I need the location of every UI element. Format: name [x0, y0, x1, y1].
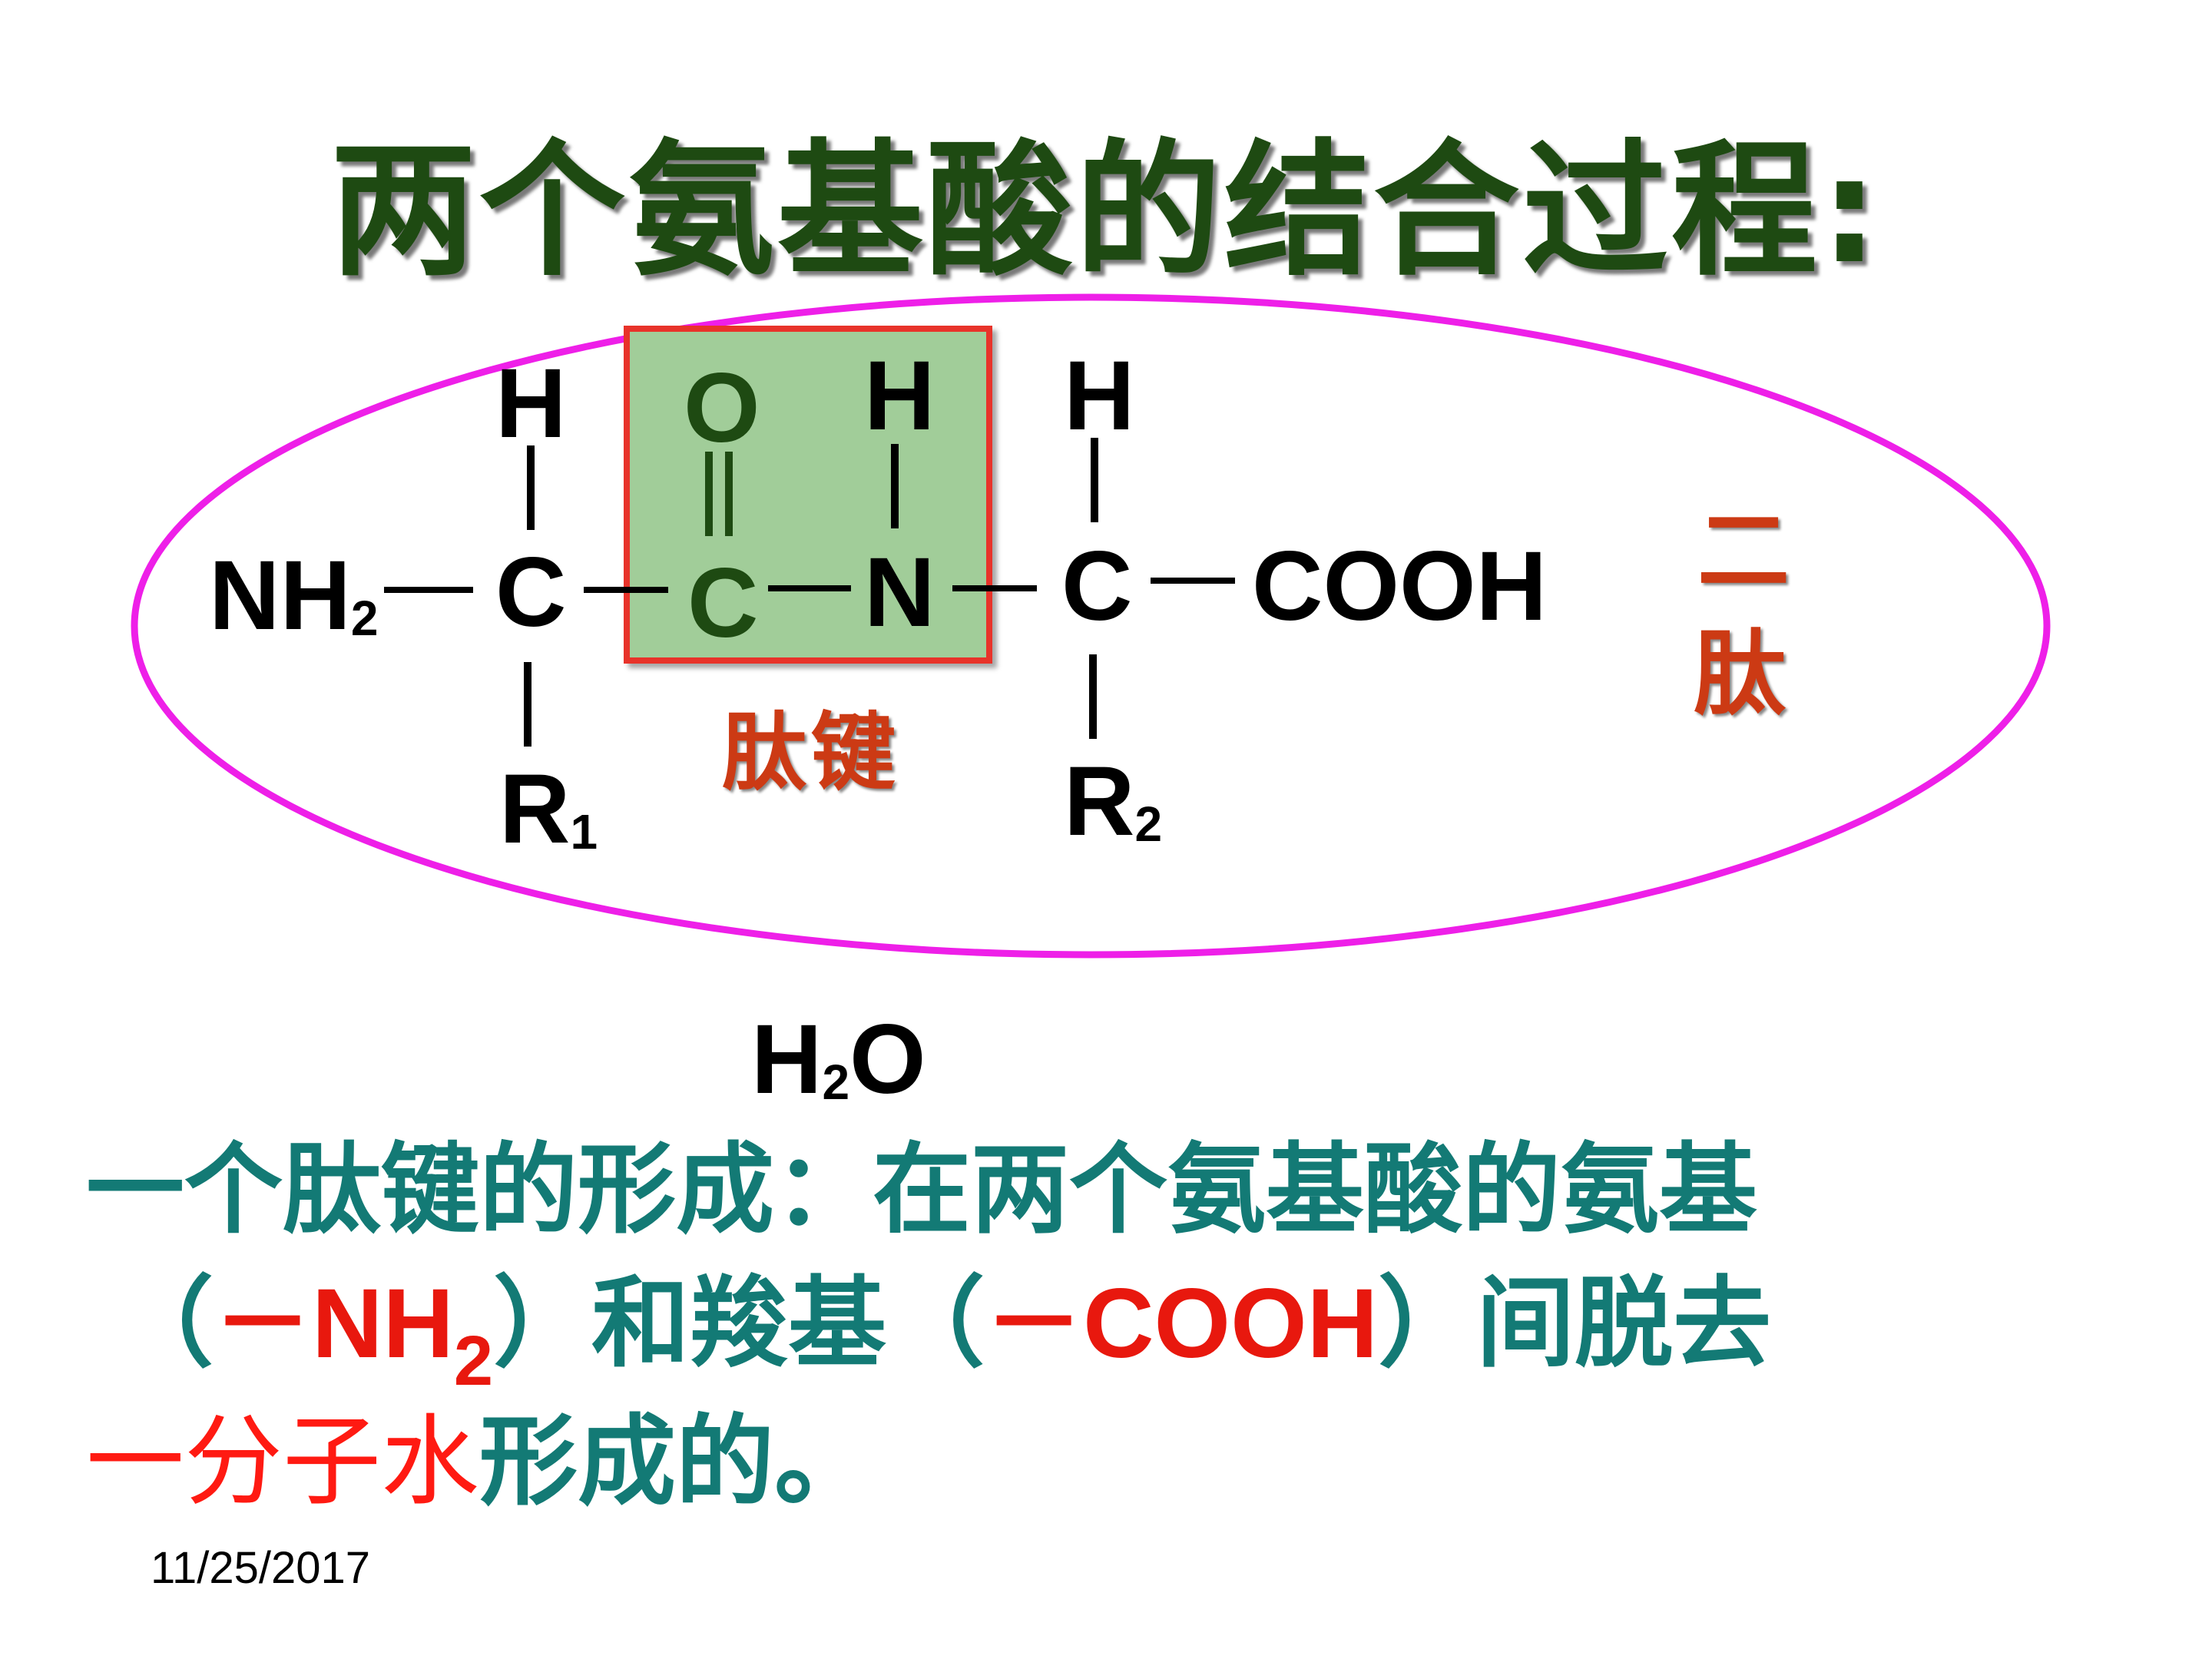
bond-c2-n [768, 585, 851, 591]
dipeptide-label-2: 肽 [1694, 620, 1786, 728]
bond-n-h [891, 444, 899, 528]
hydrogen-1: H [495, 349, 567, 459]
bond-n-c3 [952, 585, 1037, 591]
amino-group: NH2 [209, 541, 379, 651]
hydrogen-3: H [1064, 341, 1135, 451]
double-bond-left [705, 452, 713, 536]
slide-date: 11/25/2017 [151, 1543, 370, 1593]
water-molecule: H2O [751, 1005, 926, 1114]
peptide-bond-label: 肽键 [722, 703, 900, 802]
carbonyl-carbon: C [687, 548, 759, 658]
oxygen-carbonyl: O [684, 353, 760, 463]
bond-c1-r1 [524, 662, 531, 747]
peptide-bond-highlight [624, 326, 992, 664]
alpha-carbon-1: C [495, 538, 567, 647]
bond-c3-cooh [1151, 578, 1235, 584]
alpha-carbon-2: C [1061, 531, 1133, 641]
description-line-1: 一个肽键的形成：在两个氨基酸的氨基 [86, 1133, 1758, 1247]
side-chain-r1: R1 [499, 754, 598, 864]
description-line-2: （－NH2）和羧基（－COOH）间脱去 [115, 1267, 1772, 1400]
bond-c1-c2 [584, 587, 668, 593]
nitrogen: N [864, 538, 935, 647]
hydrogen-n: H [864, 341, 935, 451]
slide-title: 两个氨基酸的结合过程: [330, 126, 1882, 296]
double-bond-right [725, 452, 733, 536]
bond-c1-h [527, 445, 535, 530]
bond-n-c1 [384, 587, 473, 593]
bond-c3-r2 [1089, 654, 1097, 739]
carboxyl-group: COOH [1252, 531, 1547, 641]
bond-c3-h [1091, 438, 1098, 522]
description-line-3: 一分子水形成的。 [86, 1405, 873, 1519]
side-chain-r2: R2 [1064, 747, 1163, 856]
dipeptide-label-1: 二 [1697, 497, 1790, 605]
